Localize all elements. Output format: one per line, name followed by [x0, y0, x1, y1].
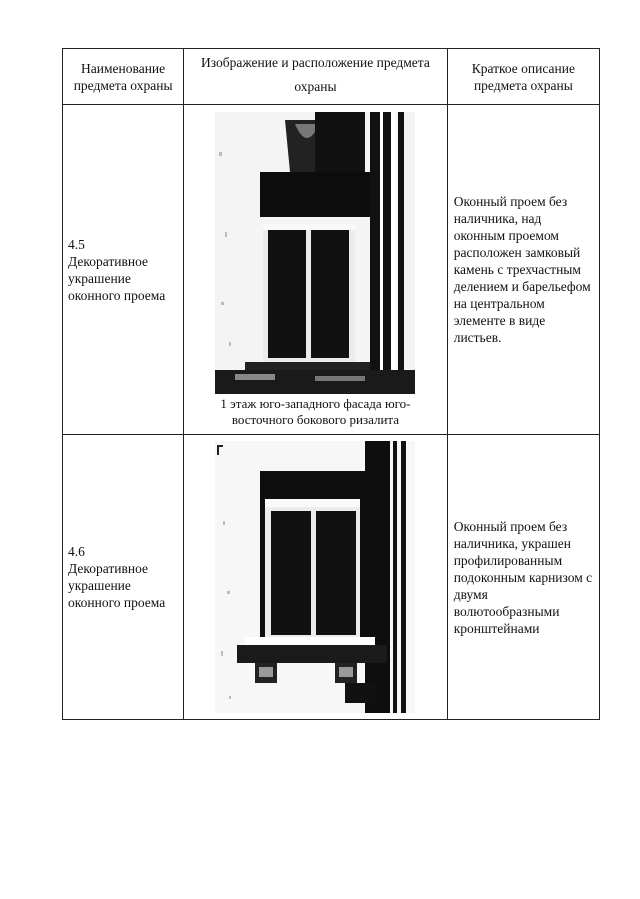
item-name-cell: 4.6 Декоративное украшение оконного прое… [61, 434, 185, 720]
item-description: Оконный проем без наличника, над оконным… [446, 104, 601, 435]
window-photo [215, 441, 416, 713]
image-caption: 1 этаж юго-западного фасада юго-восточно… [220, 395, 411, 427]
window-photo [215, 111, 416, 394]
item-image-cell [183, 434, 448, 720]
item-name: Декоративное украшение оконного проема [68, 253, 166, 303]
header-description: Краткое описание предмета охраны [446, 48, 601, 105]
item-number: 4.6 [68, 544, 85, 559]
item-image-cell: 1 этаж юго-западного фасада юго-восточно… [183, 104, 448, 435]
heritage-table: Наименование предмета охраны Изображение… [61, 48, 601, 720]
item-name-cell: 4.5 Декоративное украшение оконного прое… [61, 104, 185, 435]
item-number: 4.5 [68, 236, 85, 252]
table-row: 4.6 Декоративное украшение оконного прое… [61, 434, 601, 720]
table-row: 4.5 Декоративное украшение оконного прое… [61, 104, 601, 435]
item-name: Декоративное украшение оконного проема [68, 561, 166, 610]
header-image: Изображение и расположение предмета охра… [183, 48, 448, 105]
header-name: Наименование предмета охраны [61, 48, 185, 105]
item-description: Оконный проем без наличника, украшен про… [446, 434, 601, 720]
table-header-row: Наименование предмета охраны Изображение… [61, 48, 601, 105]
